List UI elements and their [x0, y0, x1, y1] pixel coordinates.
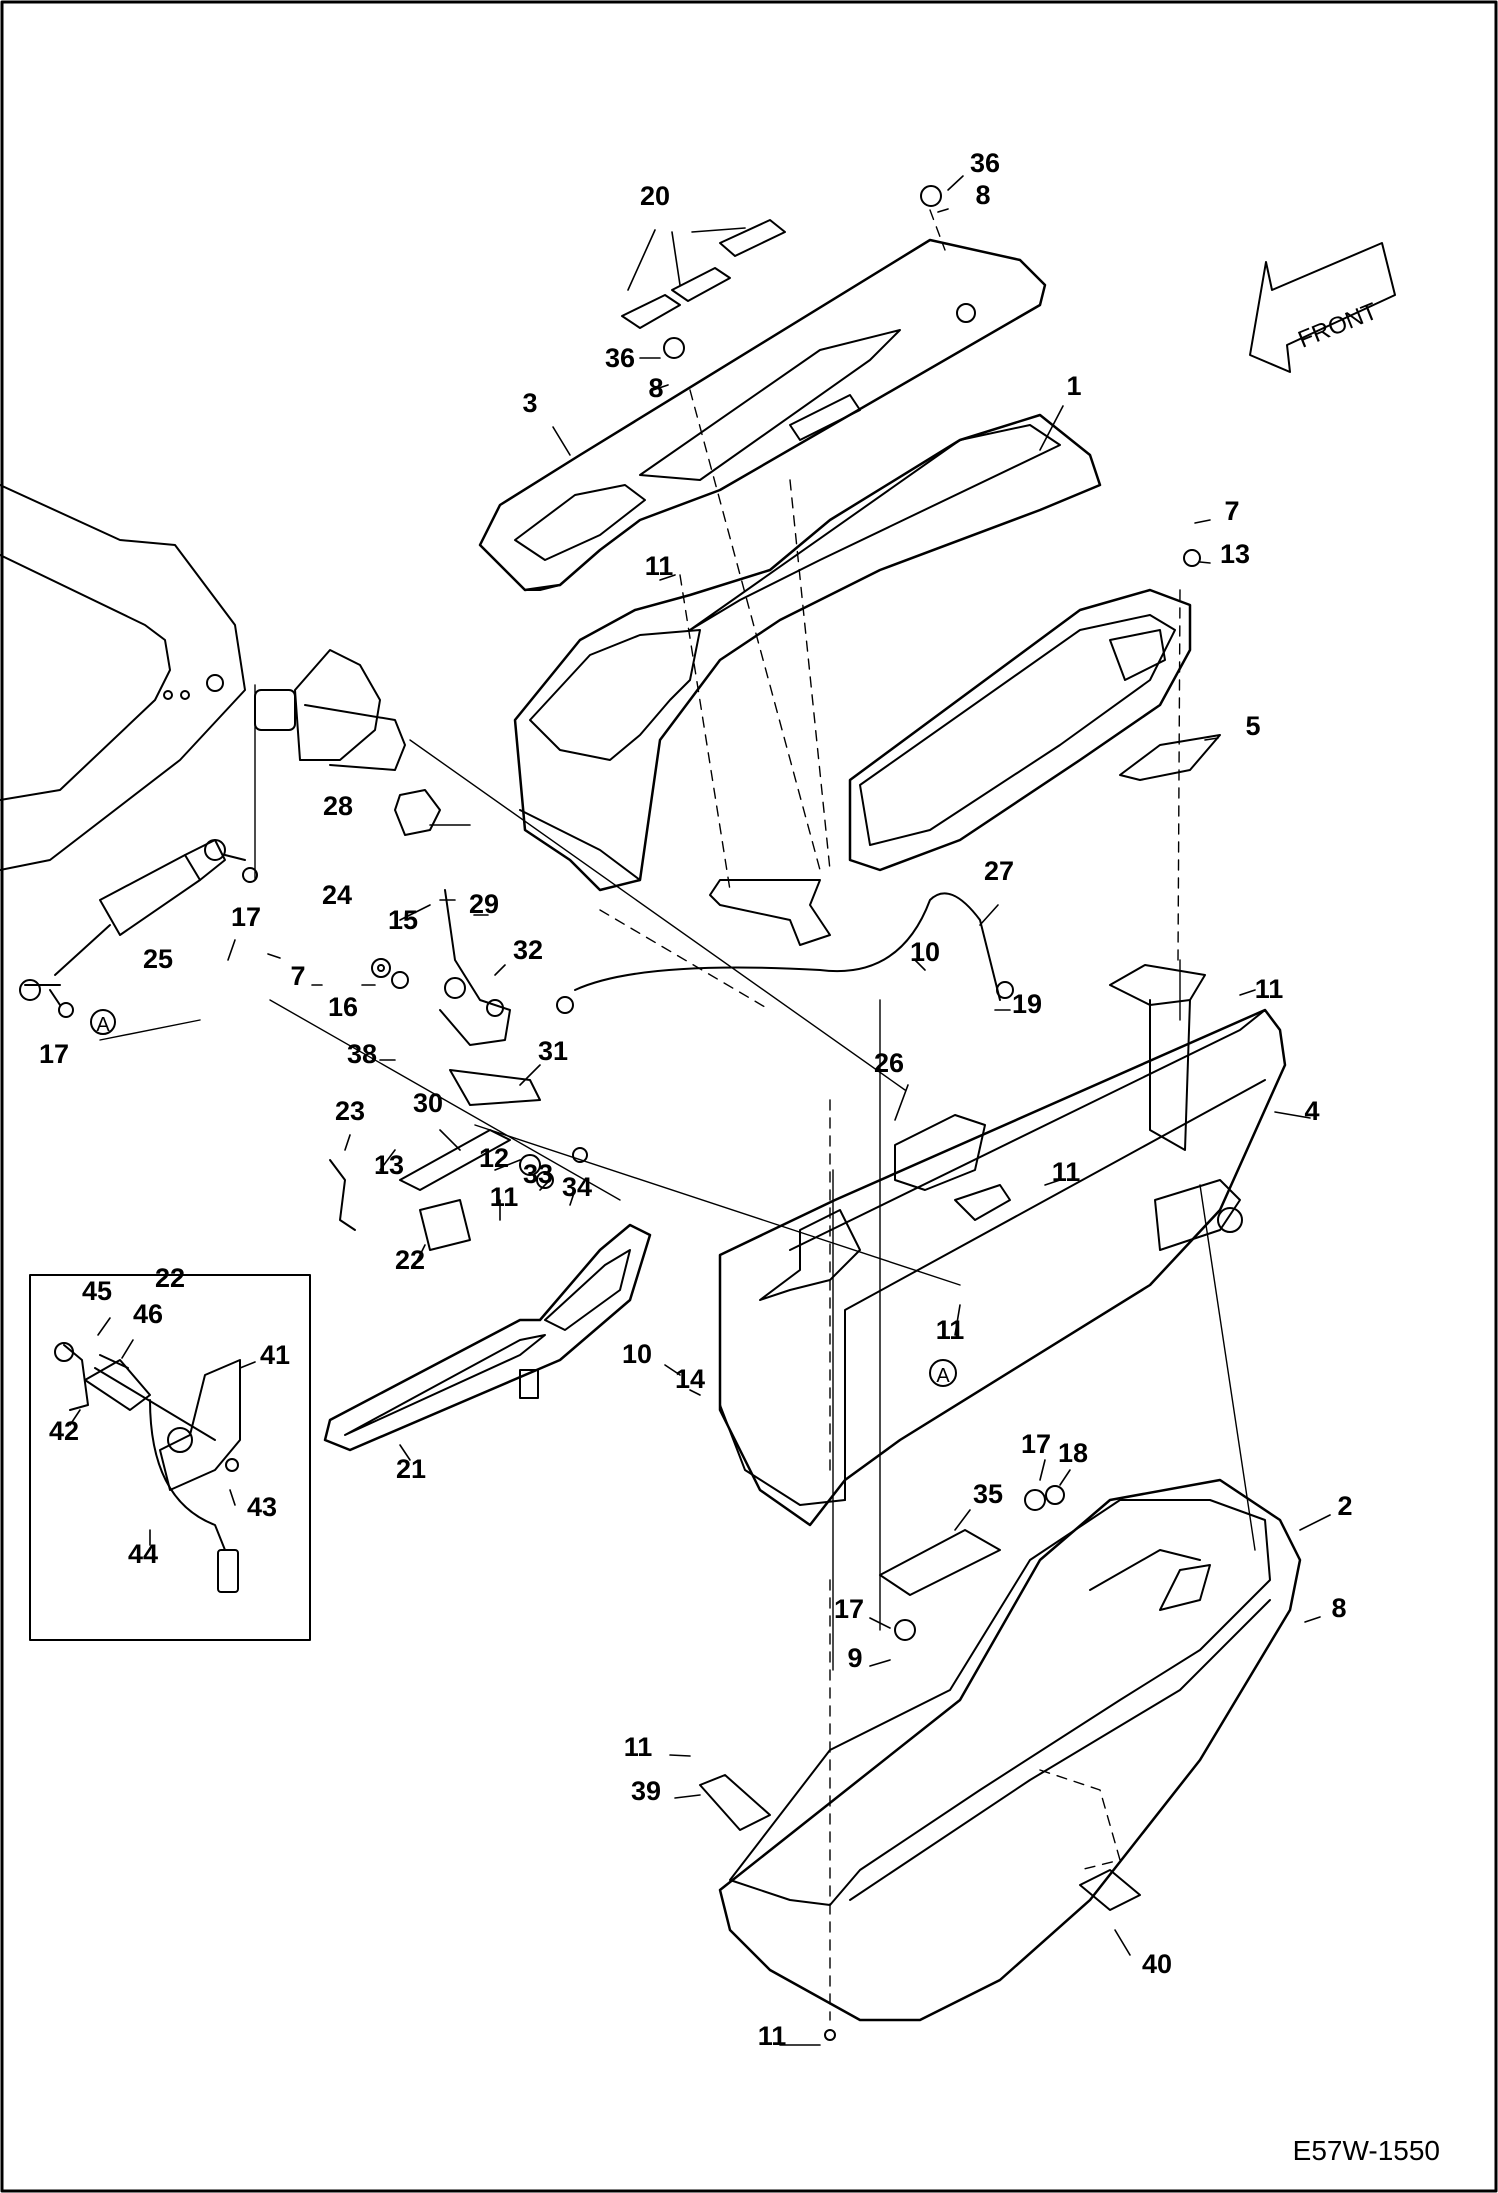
callout-19: 19 [1012, 989, 1042, 1019]
switch-covers [621, 219, 786, 329]
sensor-inset [29, 1274, 311, 1641]
callout-21: 21 [396, 1454, 426, 1484]
callout-11: 11 [490, 1182, 519, 1212]
callout-14: 14 [675, 1364, 705, 1394]
callout-16: 16 [328, 992, 358, 1022]
callout-2: 2 [1337, 1491, 1352, 1521]
armrest-pad [848, 588, 1192, 872]
callout-11: 11 [936, 1315, 965, 1345]
callout-7: 7 [1224, 496, 1239, 526]
callout-39: 39 [631, 1776, 661, 1806]
lever-handle [323, 1223, 652, 1452]
callout-3: 3 [522, 388, 537, 418]
cable-end [556, 996, 574, 1014]
console-housing [513, 413, 1102, 892]
callout-12: 12 [479, 1143, 509, 1173]
latch [894, 1114, 986, 1191]
gas-spring [19, 839, 258, 1018]
ref-marker-circle [929, 1359, 957, 1387]
callout-44: 44 [128, 1539, 158, 1569]
leader-lines [227, 175, 1331, 2046]
callout-7: 7 [290, 961, 305, 991]
callout-18: 18 [1058, 1438, 1088, 1468]
callout-8: 8 [1331, 1593, 1346, 1623]
linkage-arms [329, 789, 541, 1251]
callout-20: 20 [640, 181, 670, 211]
callout-11: 11 [645, 551, 674, 581]
callout-11: 11 [624, 1732, 653, 1762]
cable [574, 892, 1001, 1001]
callout-25: 25 [143, 944, 173, 974]
callout-40: 40 [1142, 1949, 1172, 1979]
inset-title: 22 [155, 1263, 185, 1293]
callout-11: 11 [1052, 1157, 1081, 1187]
callout-35: 35 [973, 1479, 1003, 1509]
callout-11: 11 [1255, 974, 1284, 1004]
ref-marker-left: A [96, 1014, 110, 1036]
ref-marker-circle [90, 1009, 116, 1035]
callout-8: 8 [975, 180, 990, 210]
callout-24: 24 [322, 880, 352, 910]
callout-33: 33 [523, 1159, 553, 1189]
callout-15: 15 [388, 905, 418, 935]
callout-13: 13 [374, 1150, 404, 1180]
callout-22: 22 [395, 1245, 425, 1275]
callout-17: 17 [1021, 1429, 1051, 1459]
armrest-bracket [1119, 734, 1221, 781]
callout-36: 36 [605, 343, 635, 373]
front-arrow-label: FRONT [1294, 298, 1381, 354]
callout-38: 38 [347, 1039, 377, 1069]
callout-26: 26 [874, 1048, 904, 1078]
lower-cover [718, 1478, 1302, 2022]
ref-marker-frame: A [936, 1365, 950, 1387]
drawing-code: E57W-1550 [1293, 2135, 1440, 2166]
callout-1: 1 [1066, 371, 1081, 401]
callout-17: 17 [231, 902, 261, 932]
callout-36: 36 [970, 148, 1000, 178]
callout-17: 17 [39, 1039, 69, 1069]
assembly-guides [599, 209, 1181, 2021]
callout-34: 34 [562, 1172, 592, 1202]
callout-10: 10 [622, 1339, 652, 1369]
bracket-39 [699, 1774, 771, 1831]
callout-29: 29 [469, 889, 499, 919]
callout-43: 43 [247, 1492, 277, 1522]
center-lines [99, 684, 1256, 1671]
front-arrow [1249, 242, 1396, 373]
callout-31: 31 [538, 1036, 568, 1066]
callout-42: 42 [49, 1416, 79, 1446]
floor-plate [0, 484, 406, 871]
callout-8: 8 [648, 373, 663, 403]
inset-leaders [69, 1317, 256, 1546]
callout-5: 5 [1245, 711, 1260, 741]
callout-23: 23 [335, 1096, 365, 1126]
callout-32: 32 [513, 935, 543, 965]
callout-17: 17 [834, 1594, 864, 1624]
fasteners [371, 185, 1201, 2041]
callout-27: 27 [984, 856, 1014, 886]
callout-45: 45 [82, 1276, 112, 1306]
callout-4: 4 [1304, 1096, 1319, 1126]
callout-10: 10 [910, 937, 940, 967]
callout-9: 9 [847, 1643, 862, 1673]
callout-30: 30 [413, 1088, 443, 1118]
plate-35 [879, 1529, 1001, 1596]
top-cover [478, 238, 1047, 592]
clip-40 [1079, 1869, 1141, 1911]
callout-13: 13 [1220, 539, 1250, 569]
callout-46: 46 [133, 1299, 163, 1329]
callout-41: 41 [260, 1340, 290, 1370]
bracket-37 [709, 879, 831, 946]
callout-28: 28 [323, 791, 353, 821]
callout-11: 11 [758, 2021, 787, 2051]
console-frame [718, 964, 1287, 1527]
